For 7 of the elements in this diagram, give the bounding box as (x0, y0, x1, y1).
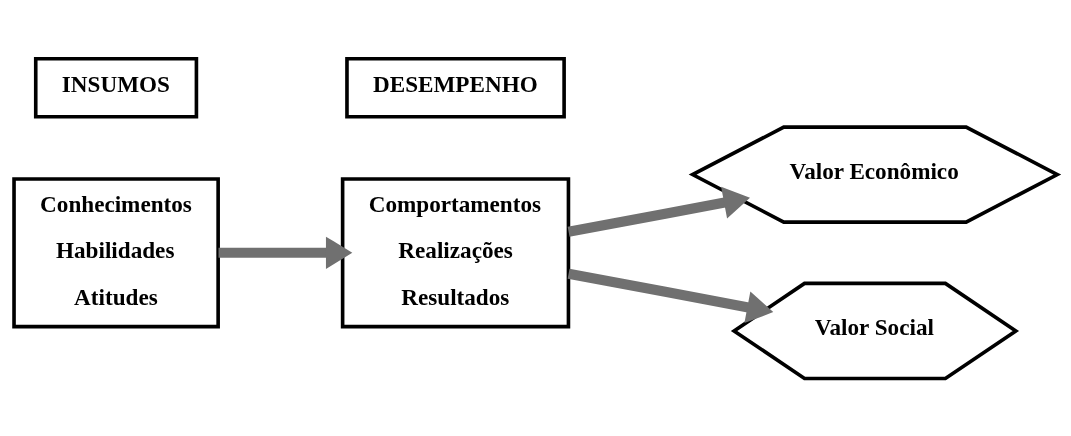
node-box: Comportamentos Realizações Resultados (340, 176, 571, 328)
arrow (218, 236, 353, 269)
node-box: DESEMPENHO (345, 56, 566, 118)
node-box: INSUMOS (33, 56, 199, 118)
arrow (567, 186, 750, 237)
arrow (567, 268, 774, 323)
node-box: Conhecimentos Habilidades Atitudes (12, 176, 220, 328)
